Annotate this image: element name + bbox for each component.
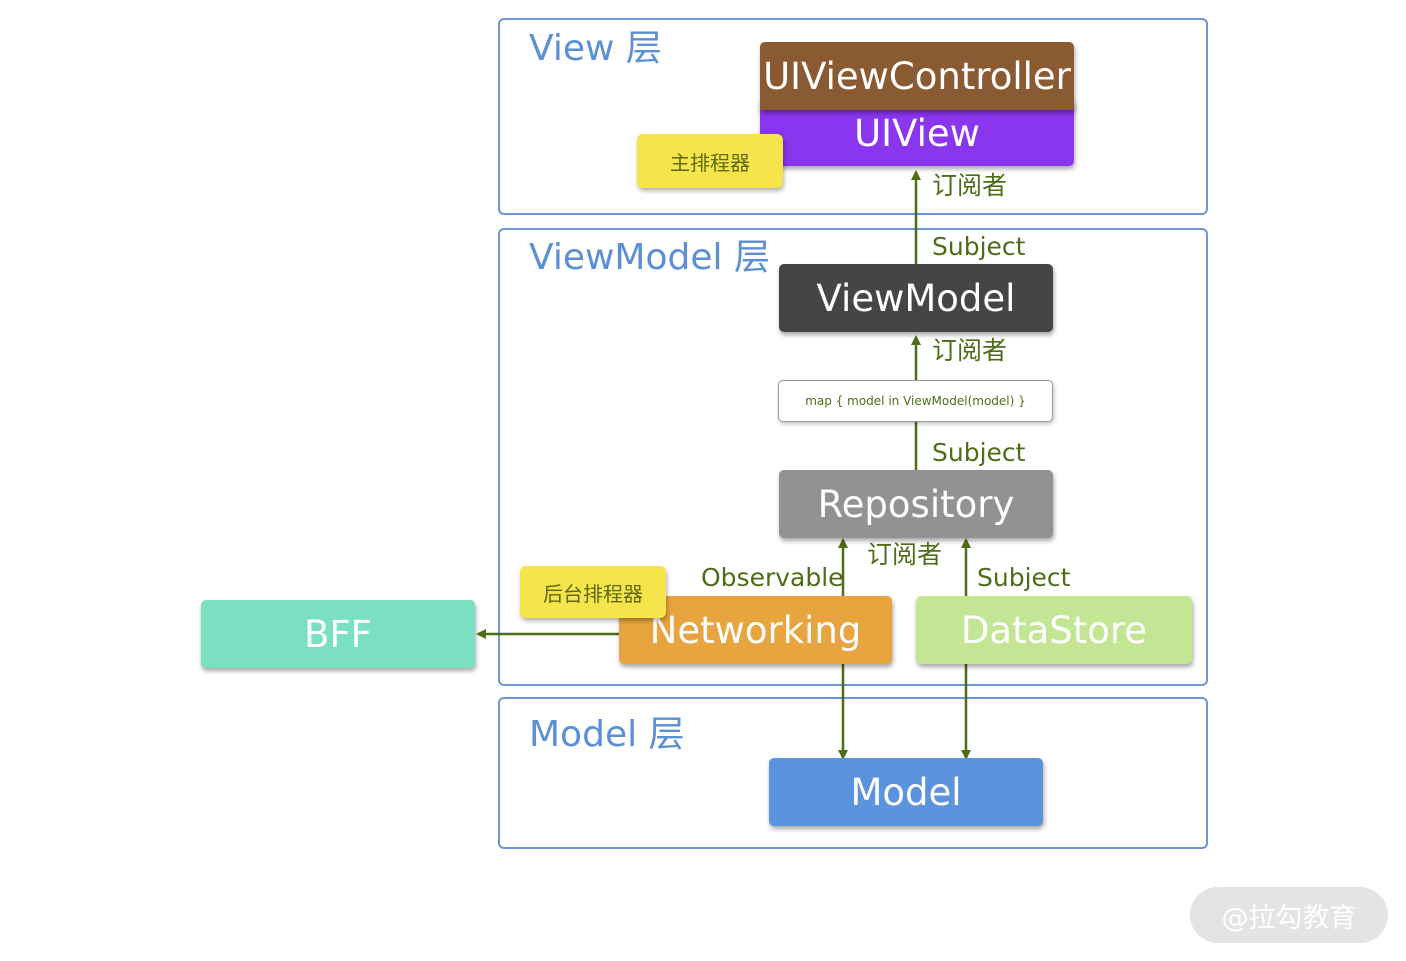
watermark-badge: @拉勾教育 bbox=[1190, 887, 1388, 943]
label-subscriber-viewmodel: 订阅者 bbox=[932, 336, 1008, 365]
viewmodel-layer-title: ViewModel 层 bbox=[529, 237, 770, 278]
label-observable: Observable bbox=[701, 563, 844, 592]
map-transform-box: map { model in ViewModel(model) } bbox=[778, 380, 1053, 422]
model-layer-title: Model 层 bbox=[529, 714, 685, 755]
main-scheduler-note: 主排程器 bbox=[637, 134, 783, 188]
view-layer bbox=[498, 18, 1208, 215]
uiview-box: UIView bbox=[760, 100, 1074, 166]
label-subject-datastore: Subject bbox=[977, 563, 1071, 592]
datastore-box: DataStore bbox=[916, 596, 1192, 664]
view-layer-title: View 层 bbox=[529, 28, 662, 69]
viewmodel-layer bbox=[498, 228, 1208, 686]
repository-box: Repository bbox=[779, 470, 1053, 538]
model-box: Model bbox=[769, 758, 1043, 826]
label-subject-repository: Subject bbox=[932, 438, 1026, 467]
uiviewcontroller-box: UIViewController bbox=[760, 42, 1074, 110]
label-subscriber-repository: 订阅者 bbox=[867, 540, 943, 569]
viewmodel-box: ViewModel bbox=[779, 264, 1053, 332]
background-scheduler-note: 后台排程器 bbox=[520, 566, 666, 618]
bff-box: BFF bbox=[201, 600, 475, 668]
label-subject-viewmodel: Subject bbox=[932, 232, 1026, 261]
label-subscriber-uiview: 订阅者 bbox=[932, 171, 1008, 200]
model-layer bbox=[498, 697, 1208, 849]
